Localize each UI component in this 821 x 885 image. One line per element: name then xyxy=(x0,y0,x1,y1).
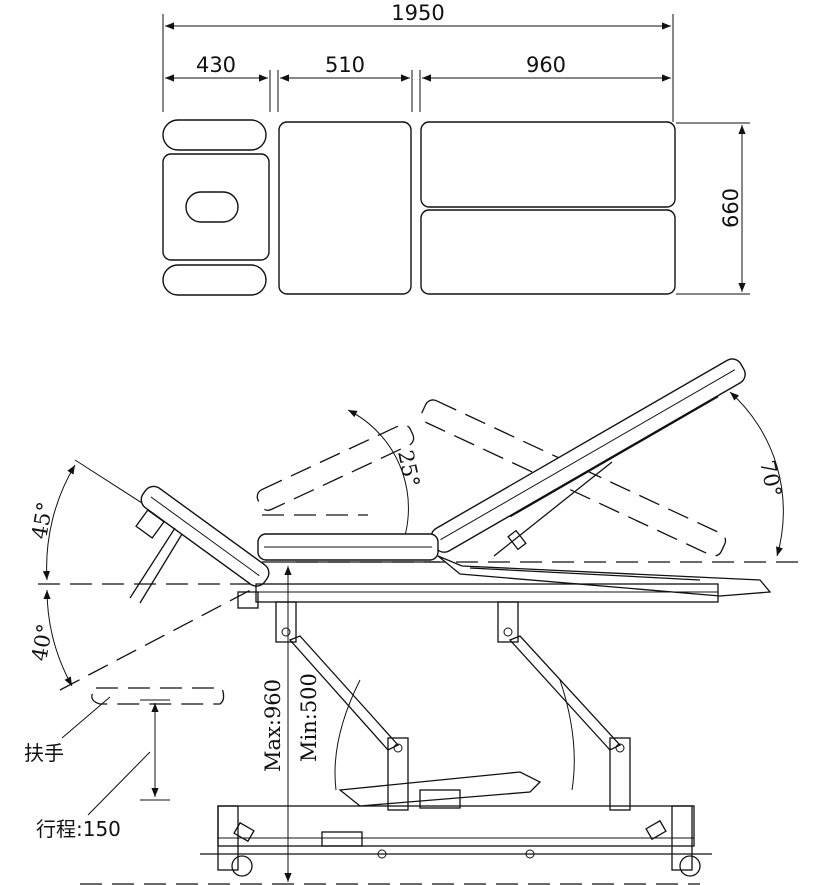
leg-cushion-upper xyxy=(420,121,676,208)
dim-head-length: 430 xyxy=(196,53,236,77)
side-view: 70° 25° 45° 40° xyxy=(24,358,805,885)
angle-head-up-label: 45° xyxy=(27,500,57,541)
leg-frame-flat xyxy=(437,555,772,597)
top-view: 1950 430 510 960 660 xyxy=(162,1,750,296)
angle-seat-label: 25° xyxy=(393,448,424,489)
armrest-label: 扶手 xyxy=(24,741,64,765)
head-armrest-top xyxy=(162,119,267,151)
actuator xyxy=(338,771,542,807)
arc-70 xyxy=(729,391,784,557)
dim-leg-length: 960 xyxy=(526,53,566,77)
leg-cushion-lower xyxy=(420,209,676,295)
height-min-label: Min:500 xyxy=(297,673,321,762)
rear-column xyxy=(497,601,519,643)
armrest-ghost xyxy=(91,687,225,705)
angle-head-down-label: 40° xyxy=(27,622,57,663)
front-strut xyxy=(288,635,400,751)
dim-seat-length: 510 xyxy=(325,53,365,77)
seat-cushion xyxy=(278,121,412,295)
base-frame xyxy=(217,805,695,847)
armrest-leader xyxy=(61,696,111,739)
armrest-travel-label: 行程:150 xyxy=(36,817,121,841)
arc-45 xyxy=(42,464,76,581)
backrest-raised xyxy=(430,358,746,553)
rear-strut xyxy=(508,635,622,751)
caster-front xyxy=(231,855,253,877)
dim-width: 660 xyxy=(719,188,743,228)
face-hole xyxy=(185,191,239,223)
caster-rear xyxy=(679,855,701,877)
head-armrest-bottom xyxy=(162,264,267,296)
height-max-label: Max:960 xyxy=(261,679,285,772)
dim-total-length: 1950 xyxy=(391,1,444,25)
seat-ghost-25deg xyxy=(256,423,415,511)
main-frame xyxy=(255,583,719,603)
angle-backrest-label: 70° xyxy=(755,458,786,499)
leg-ghost-position xyxy=(420,399,727,557)
head-section-raised xyxy=(140,485,270,587)
travel-leader xyxy=(87,751,151,816)
arc-40 xyxy=(43,589,73,687)
